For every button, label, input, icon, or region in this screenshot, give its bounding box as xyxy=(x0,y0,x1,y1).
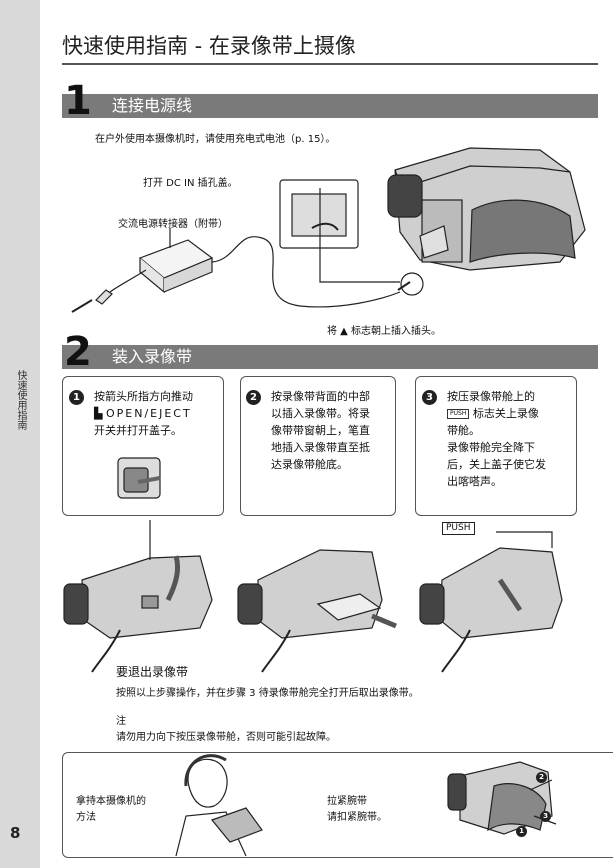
substep3-line2: PUSH 标志关上录像 xyxy=(447,405,546,422)
page-title: 快速使用指南 - 在录像带上摄像 xyxy=(62,34,356,58)
strap-step-2: 2 xyxy=(536,772,547,783)
push-callout: PUSH xyxy=(442,522,475,535)
substep2-line5: 达录像带舱底。 xyxy=(271,458,348,471)
substep2-line2: 以插入录像带。将录 xyxy=(271,407,370,420)
step1-intro: 在户外使用本摄像机时，请使用充电式电池（p. 15）。 xyxy=(95,134,336,145)
plug-label: 将 ▲ 标志朝上插入插头。 xyxy=(327,326,442,337)
dc-in-label: 打开 DC IN 插孔盖。 xyxy=(143,178,238,189)
substep3-line5: 后，关上盖子使它发 xyxy=(447,458,546,471)
substep3-line3: 带舱。 xyxy=(447,424,480,437)
step2-number: 2 xyxy=(64,329,92,375)
substep1-line1: 按箭头所指方向推动 xyxy=(94,390,193,403)
strap-text: 拉紧腕带 请扣紧腕带。 xyxy=(327,794,387,826)
hold-line1: 拿持本摄像机的 xyxy=(76,796,146,807)
substep3-line1: 按压录像带舱上的 xyxy=(447,390,535,403)
substep3-box xyxy=(415,376,577,516)
adapter-label: 交流电源转接器（附带） xyxy=(118,219,228,230)
step1-bar xyxy=(62,94,598,118)
page-number: 8 xyxy=(10,824,21,842)
substep2-box xyxy=(240,376,396,516)
substep1-number: 1 xyxy=(69,390,84,405)
substep1-text: 按箭头所指方向推动 ▙ OPEN/EJECT 开关并打开盖子。 xyxy=(94,388,193,439)
open-eject-label: OPEN/EJECT xyxy=(105,407,192,420)
strap-line2: 请扣紧腕带。 xyxy=(327,812,387,823)
step2-bar xyxy=(62,345,598,369)
substep3-line4: 录像带舱完全降下 xyxy=(447,441,535,454)
hold-line2: 方法 xyxy=(76,812,96,823)
substep2-number: 2 xyxy=(246,390,261,405)
substep3-line6: 出喀嗒声。 xyxy=(447,475,502,488)
eject-text: 按照以上步骤操作，并在步骤 3 待录像带舱完全打开后取出录像带。 xyxy=(116,688,419,699)
step1-title: 连接电源线 xyxy=(112,96,193,115)
sidebar xyxy=(0,0,40,868)
substep3-text: 按压录像带舱上的 PUSH 标志关上录像 带舱。 录像带舱完全降下 后，关上盖子… xyxy=(447,388,546,490)
strap-step-1: 1 xyxy=(516,826,527,837)
substep1-line3: 开关并打开盖子。 xyxy=(94,424,182,437)
substep2-line1: 按录像带背面的中部 xyxy=(271,390,370,403)
push-tag: PUSH xyxy=(447,409,470,419)
strap-line1: 拉紧腕带 xyxy=(327,796,367,807)
substep2-text: 按录像带背面的中部 以插入录像带。将录 像带带窗朝上，笔直 地插入录像带直至抵 … xyxy=(271,388,370,473)
hold-camera-text: 拿持本摄像机的 方法 xyxy=(76,794,146,826)
substep3-line2-text: 标志关上录像 xyxy=(472,407,539,420)
substep3-number: 3 xyxy=(422,390,437,405)
eject-heading: 要退出录像带 xyxy=(116,665,189,679)
tips-box xyxy=(62,752,613,858)
note-heading: 注 xyxy=(116,716,126,727)
substep2-line3: 像带带窗朝上，笔直 xyxy=(271,424,370,437)
title-rule xyxy=(62,63,598,65)
substep1-line2: ▙ OPEN/EJECT xyxy=(94,407,192,420)
strap-step-3: 3 xyxy=(540,811,551,822)
step2-title: 装入录像带 xyxy=(112,347,193,366)
substep2-line4: 地插入录像带直至抵 xyxy=(271,441,370,454)
sidebar-label: 快速使用指南 xyxy=(15,370,26,430)
step1-number: 1 xyxy=(64,78,92,124)
note-text: 请勿用力向下按压录像带舱，否则可能引起故障。 xyxy=(116,732,336,743)
